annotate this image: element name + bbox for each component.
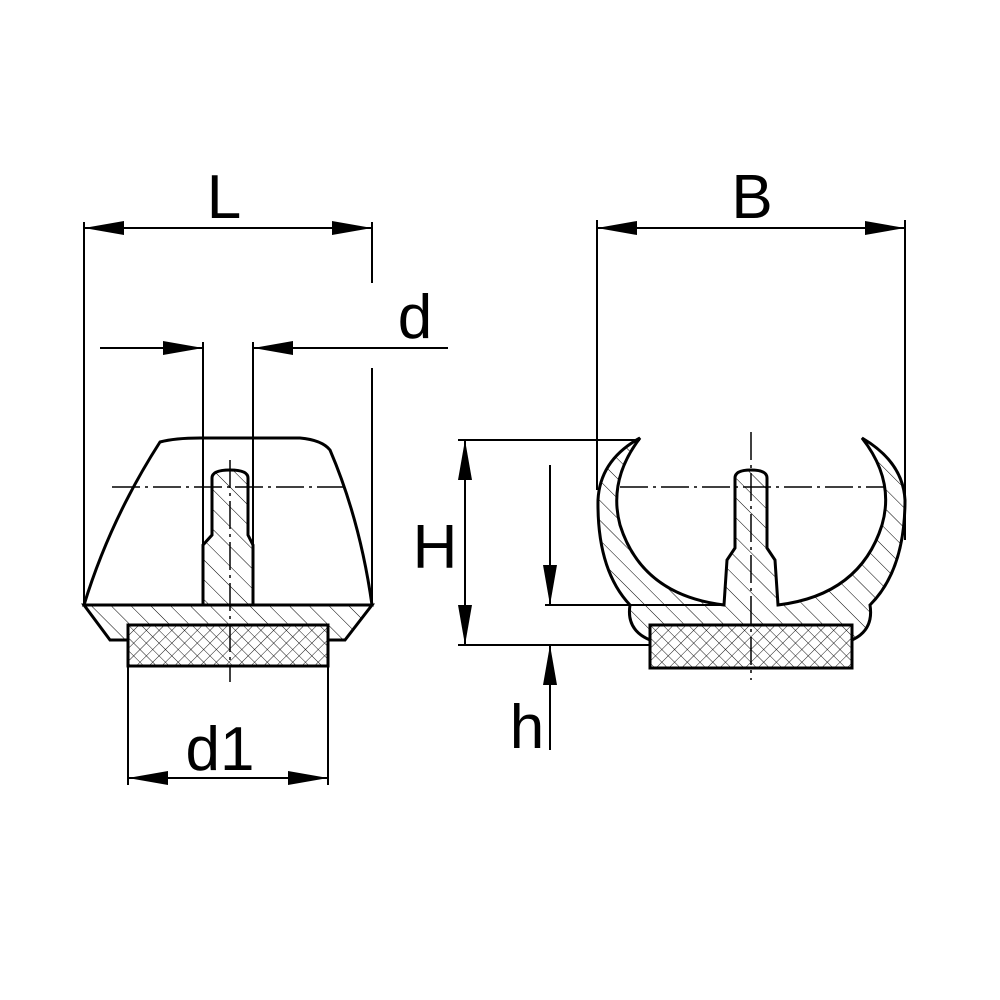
left-view: L d d1	[81, 163, 448, 785]
dimension-label-d1: d1	[186, 715, 255, 784]
dimension-label-d: d	[398, 283, 432, 352]
right-view: B H h	[413, 163, 907, 762]
left-pad	[126, 623, 330, 668]
dimension-label-L: L	[207, 163, 241, 232]
dimension-label-H: H	[413, 513, 458, 582]
left-body-section	[81, 468, 376, 642]
dimension-label-B: B	[731, 163, 772, 232]
dimension-label-h: h	[510, 693, 544, 762]
